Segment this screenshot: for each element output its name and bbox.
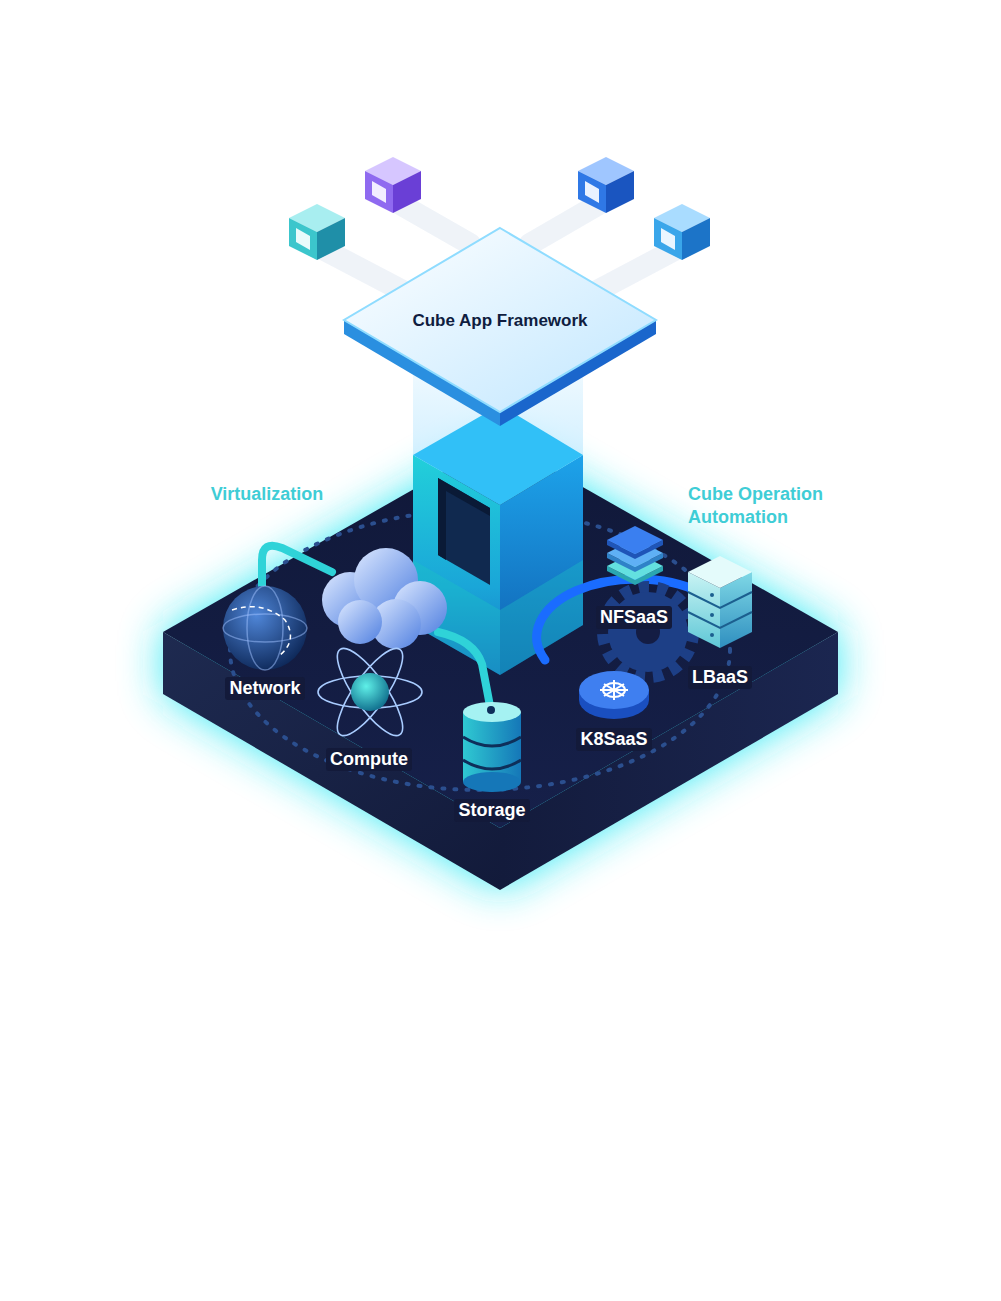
component-label: K8SaaS <box>576 728 651 751</box>
gear <box>604 588 692 676</box>
storage-cylinder <box>463 702 521 792</box>
globe-meridian <box>247 586 283 670</box>
server-stack <box>688 556 752 648</box>
mini-cube <box>289 204 345 260</box>
server-light <box>710 613 714 617</box>
pipe <box>438 632 490 706</box>
network-globe <box>223 586 307 670</box>
wheel-spokes <box>600 680 628 700</box>
cylinder-divider <box>463 737 521 746</box>
cloud-puff <box>338 600 382 644</box>
globe-route <box>232 607 290 655</box>
orbit <box>327 640 413 744</box>
cylinder-bottom <box>463 772 521 792</box>
cube-face <box>578 171 606 213</box>
cube-face <box>289 218 317 260</box>
section-heading: Virtualization <box>211 483 324 506</box>
globe-parallel <box>223 614 307 642</box>
plate-title: Cube App Framework <box>412 309 587 332</box>
pipe-end <box>487 706 495 714</box>
component-label: Network <box>225 677 304 700</box>
framework-plate: Cube App Framework <box>340 222 660 432</box>
mini-cube <box>365 157 421 213</box>
mini-cube <box>654 204 710 260</box>
cube-face <box>682 218 710 260</box>
section-heading: Cube Operation Automation <box>688 483 858 529</box>
server-divider <box>688 592 752 628</box>
gear-body <box>608 592 688 672</box>
cube-face <box>365 171 393 213</box>
cloud <box>322 548 447 649</box>
cube-face <box>317 218 345 260</box>
cylinder-body <box>463 712 521 782</box>
orbit <box>327 640 413 744</box>
component-label: LBaaS <box>688 666 752 689</box>
cube-mark <box>661 228 675 250</box>
slab-top <box>607 526 663 554</box>
server-light <box>710 633 714 637</box>
mini-cube <box>578 157 634 213</box>
k8s-disk <box>579 671 649 719</box>
disk-top <box>579 671 649 709</box>
cube-mark <box>296 228 310 250</box>
component-label: Compute <box>326 748 412 771</box>
component-label: Storage <box>454 799 529 822</box>
pipe <box>262 546 332 588</box>
component-label: NFSaaS <box>596 606 672 629</box>
helm-wheel <box>600 680 628 700</box>
cube-face <box>606 171 634 213</box>
cube-mark <box>585 181 599 203</box>
cube-recess-edge <box>438 478 490 560</box>
cube-mark <box>372 181 386 203</box>
cube-recess <box>438 478 490 585</box>
plate-top <box>344 228 656 412</box>
server-light <box>710 593 714 597</box>
server-top <box>688 556 752 588</box>
nfs-stack <box>607 526 663 585</box>
cylinder-divider <box>463 760 521 769</box>
cube-face <box>654 218 682 260</box>
compute-atom <box>318 640 422 744</box>
nucleus <box>351 673 389 711</box>
gear-teeth <box>604 588 692 676</box>
cube-face <box>393 171 421 213</box>
globe <box>223 586 307 670</box>
cylinder-top <box>463 702 521 722</box>
